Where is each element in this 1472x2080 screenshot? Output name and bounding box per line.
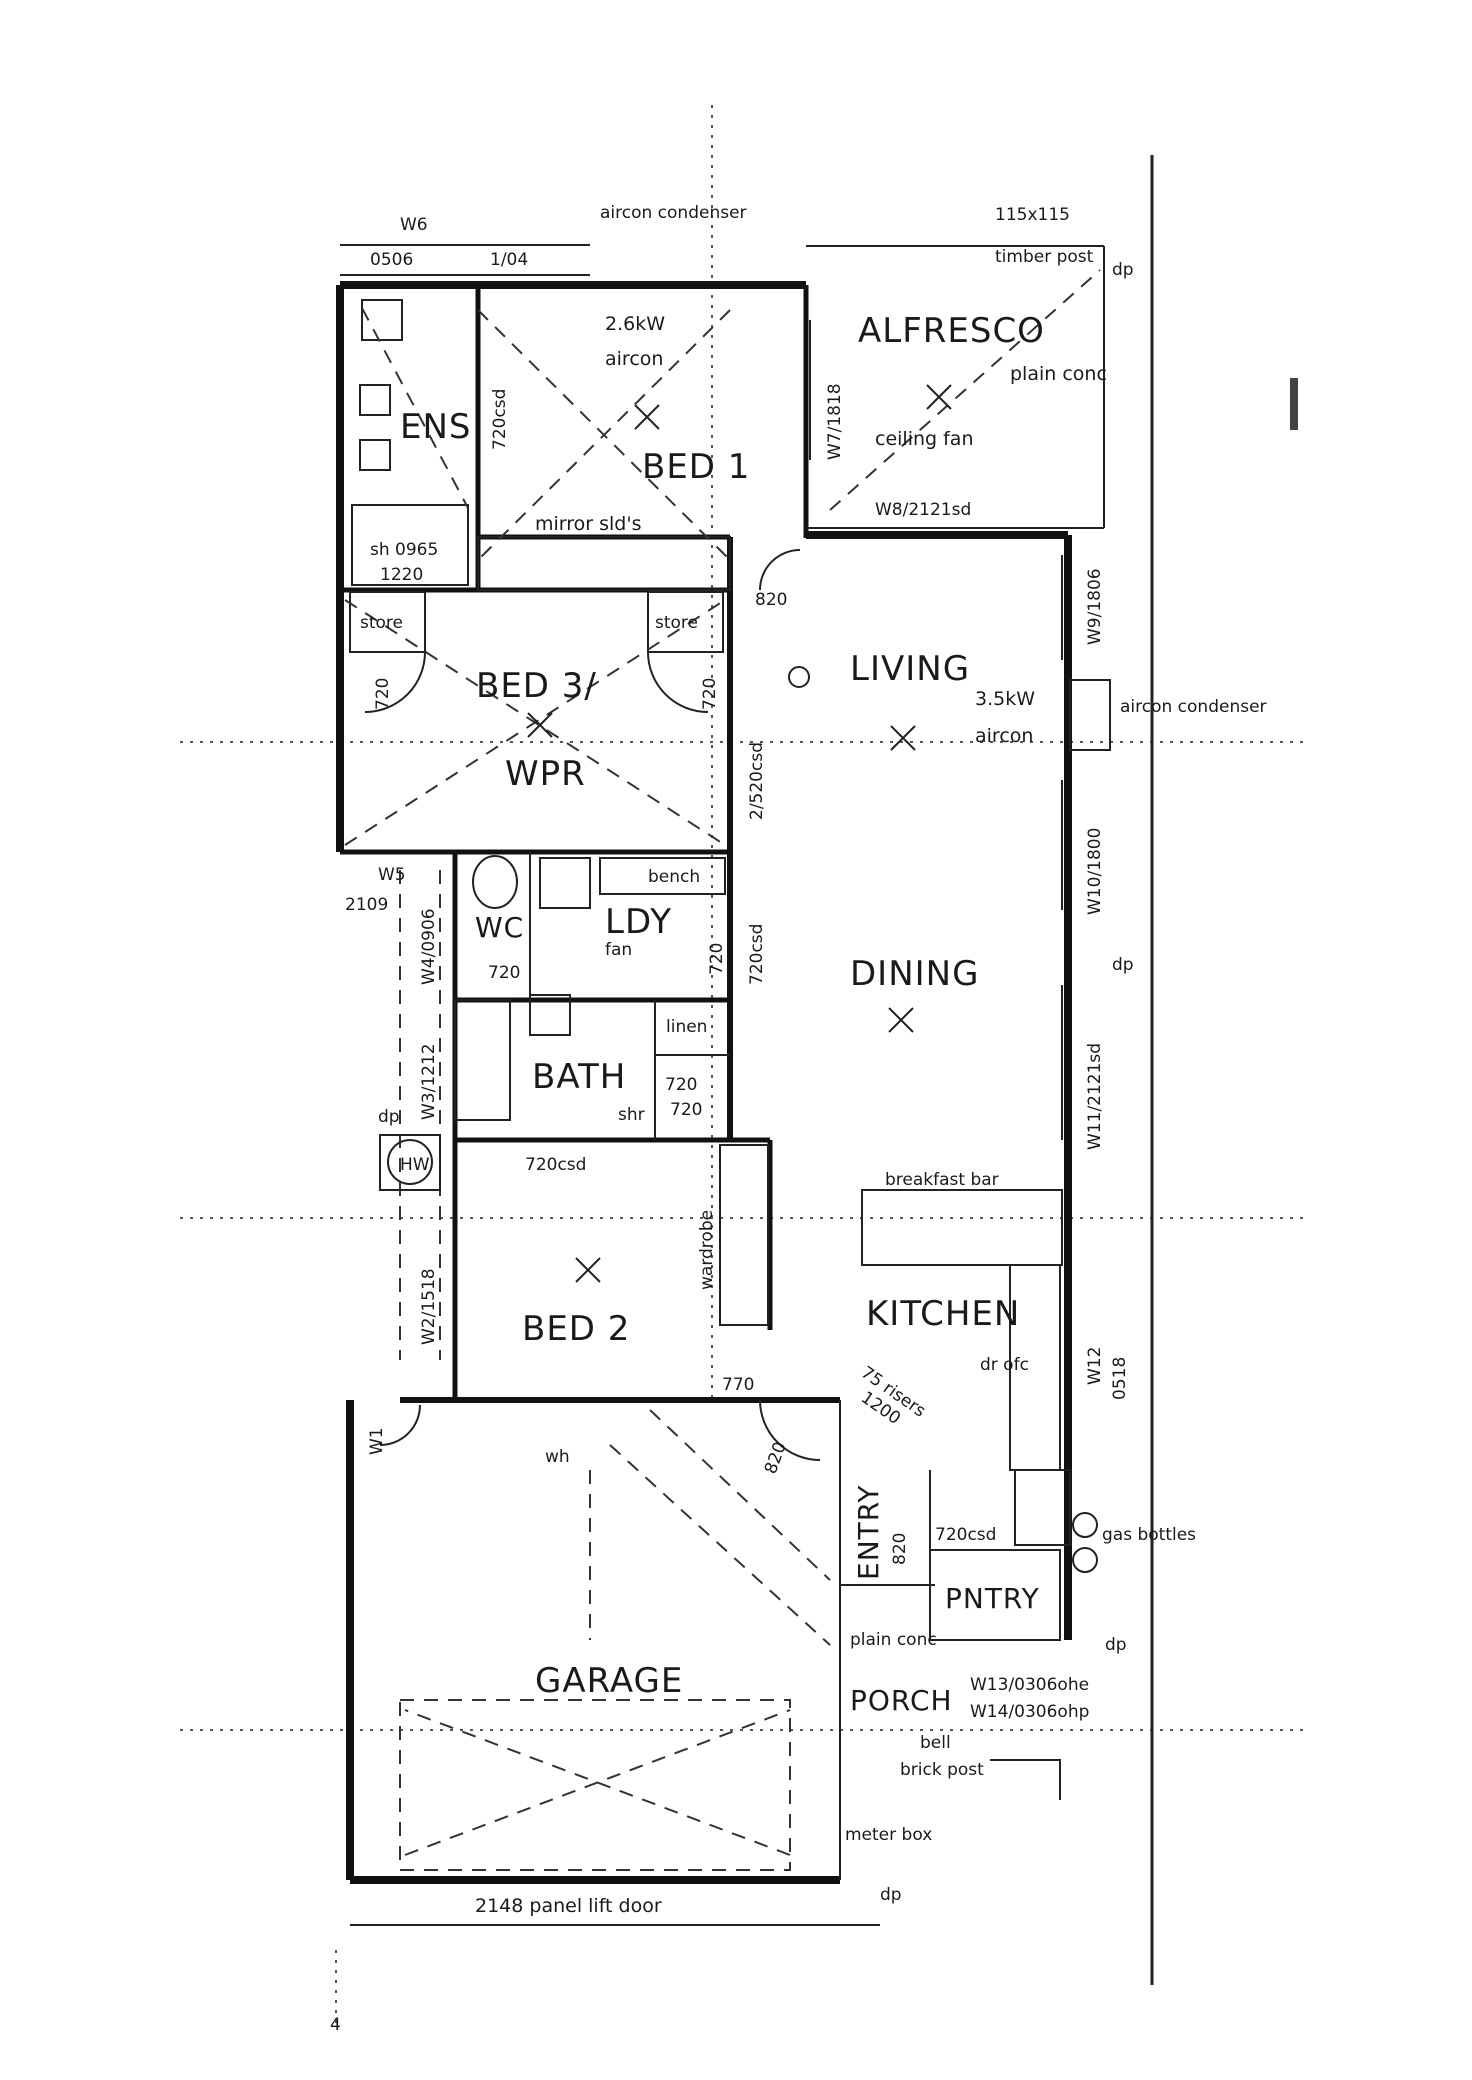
floor-markings — [344, 269, 1101, 1856]
note-w2: W2/1518 — [419, 1268, 439, 1345]
note-mirror-sld: mirror sld's — [535, 513, 642, 535]
note-fan: fan — [605, 940, 632, 960]
note-garage-door: 2148 panel lift door — [475, 1895, 662, 1917]
note-dp-left: dp — [378, 1107, 400, 1127]
room-living: LIVING — [850, 649, 970, 689]
note-meter-box: meter box — [845, 1825, 932, 1845]
room-alfresco: ALFRESCO — [858, 311, 1045, 351]
room-ens: ENS — [400, 407, 472, 447]
note-breakfast-bar: breakfast bar — [885, 1170, 999, 1190]
note-sh-size: sh 0965 — [370, 540, 438, 560]
note-dp-right-mid: dp — [1112, 955, 1134, 975]
note-aircon-living: aircon — [975, 725, 1033, 747]
room-wc: WC — [475, 911, 524, 944]
note-bench: bench — [648, 867, 700, 887]
note-aircon-condenser-right: aircon condenser — [1120, 697, 1267, 717]
note-store-left: store — [360, 613, 403, 633]
note-w3: W3/1212 — [419, 1043, 439, 1120]
grid-lines — [180, 105, 1310, 2030]
walls — [336, 245, 1111, 1884]
note-w11: W11/2121sd — [1085, 1043, 1105, 1150]
room-dining: DINING — [850, 954, 979, 994]
note-door-2-520: 2/520csd — [747, 742, 767, 820]
note-aircon-bed1-power: 2.6kW — [605, 313, 665, 335]
room-entry: ENTRY — [852, 1484, 885, 1580]
note-door-720-right: 720 — [700, 678, 720, 710]
room-bed2: BED 2 — [522, 1309, 630, 1349]
note-door-770: 770 — [722, 1375, 754, 1395]
note-dp-porch: dp — [1105, 1635, 1127, 1655]
room-garage: GARAGE — [535, 1661, 683, 1701]
note-door-720-bath2: 720 — [670, 1100, 702, 1120]
note-w5: W5 — [378, 865, 406, 885]
note-door-820-entry: 820 — [890, 1533, 910, 1565]
room-bed3: BED 3/ — [476, 666, 597, 706]
note-w9: W9/1806 — [1085, 568, 1105, 645]
note-bell: bell — [920, 1733, 951, 1753]
room-bath: BATH — [532, 1057, 626, 1097]
note-ens-door: 720csd — [490, 389, 510, 450]
note-door-720csd-pantry: 720csd — [935, 1525, 996, 1545]
note-dp-top: dp — [1112, 260, 1134, 280]
room-labels: ENS BED 1 ALFRESCO BED 3/ WPR LIVING WC … — [400, 311, 1045, 1717]
note-post-size: 115x115 — [995, 205, 1070, 225]
note-w4: W4/0906 — [419, 908, 439, 985]
note-ceiling-fan: ceiling fan — [875, 428, 974, 450]
room-bed1: BED 1 — [642, 447, 750, 487]
note-w13: W13/0306ohe — [970, 1675, 1089, 1695]
note-w5-size: 2109 — [345, 895, 388, 915]
room-kitchen: KITCHEN — [866, 1294, 1020, 1334]
note-door-720-ldy: 720 — [707, 943, 727, 975]
note-sh-size2: 1220 — [380, 565, 423, 585]
note-door-820-garage: 820 — [761, 1439, 791, 1476]
dimension-lines — [340, 244, 880, 1926]
note-w6: W6 — [400, 215, 428, 235]
room-wpr: WPR — [505, 754, 586, 794]
note-w12: W12 — [1085, 1347, 1105, 1385]
room-pntry: PNTRY — [945, 1582, 1040, 1615]
note-brick-post: brick post — [900, 1760, 984, 1780]
note-plain-conc-porch: plain conc — [850, 1630, 937, 1650]
note-w6-size: 0506 — [370, 250, 413, 270]
note-w6-dim: 1/04 — [490, 250, 528, 270]
note-w7: W7/1818 — [825, 383, 845, 460]
note-door-720-wc: 720 — [488, 963, 520, 983]
note-gas-bottles: gas bottles — [1102, 1525, 1196, 1545]
note-door-720-left: 720 — [373, 678, 393, 710]
room-porch: PORCH — [850, 1684, 953, 1717]
note-dp-bottom: dp — [880, 1885, 902, 1905]
note-door-720-bath: 720 — [665, 1075, 697, 1095]
note-lnn: linen — [666, 1017, 707, 1037]
note-store-right: store — [655, 613, 698, 633]
note-aircon-living-power: 3.5kW — [975, 688, 1035, 710]
note-w1: W1 — [367, 1427, 387, 1455]
annotations: W6 0506 1/04 aircon condenser 115x115 ti… — [330, 203, 1267, 2035]
note-door-820-living: 820 — [755, 590, 787, 610]
note-door-720csd-ldy: 720csd — [747, 924, 767, 985]
note-w12-size: 0518 — [1110, 1357, 1130, 1400]
note-w14: W14/0306ohp — [970, 1702, 1089, 1722]
note-shr: shr — [618, 1105, 645, 1125]
note-plain-conc-alfresco: plain conc — [1010, 363, 1107, 385]
note-wh: wh — [545, 1447, 570, 1467]
note-w8: W8/2121sd — [875, 500, 971, 520]
note-aircon-bed1: aircon — [605, 348, 663, 370]
note-door-720csd-bed2: 720csd — [525, 1155, 586, 1175]
note-hw: HW — [400, 1155, 430, 1175]
note-timber-post: timber post — [995, 247, 1094, 267]
note-wardrobe: wardrobe — [697, 1210, 717, 1290]
note-dim-4: 4 — [330, 2015, 341, 2035]
note-w10: W10/1800 — [1085, 828, 1105, 915]
note-dr-ofc: dr ofc — [980, 1355, 1029, 1375]
room-ldy: LDY — [605, 902, 672, 942]
note-aircon-condenser-top: aircon condenser — [600, 203, 747, 223]
